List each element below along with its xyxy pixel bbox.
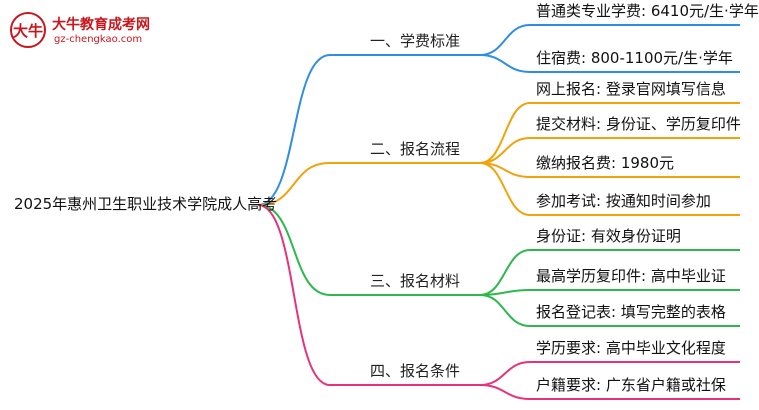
leaf-connector: [479, 361, 740, 386]
mind-map-root: 2025年惠州卫生职业技术学院成人高考: [14, 195, 278, 213]
leaf-label: 最高学历复印件: 高中毕业证: [536, 267, 726, 285]
leaf-connector: [479, 249, 740, 296]
logo-url: gz-chengkao.com: [54, 34, 143, 45]
leaf-connector: [479, 289, 740, 296]
leaf-connector: [479, 384, 740, 400]
leaf-connector: [479, 137, 740, 164]
leaf-connector: [479, 162, 740, 216]
logo-title: 大牛教育成考网: [52, 17, 150, 33]
logo-badge-icon: 大牛: [10, 12, 46, 48]
leaf-label: 参加考试: 按通知时间参加: [536, 192, 711, 210]
leaf-label: 学历要求: 高中毕业文化程度: [536, 339, 726, 357]
branch-connector-1: [257, 54, 480, 206]
leaf-connector: [479, 102, 740, 164]
leaf-label: 身份证: 有效身份证明: [536, 227, 681, 245]
leaf-label: 普通类专业学费: 6410元/生·学年: [536, 2, 759, 20]
leaf-label: 缴纳报名费: 1980元: [536, 154, 674, 172]
leaf-label: 网上报名: 登录官网填写信息: [536, 80, 726, 98]
leaf-label: 住宿费: 800-1100元/生·学年: [536, 49, 733, 67]
branch-label-1: 一、学费标准: [370, 32, 461, 50]
leaf-label: 户籍要求: 广东省户籍或社保: [536, 376, 726, 394]
branch-connector-3: [257, 204, 480, 296]
branch-connector-4: [257, 204, 480, 386]
branch-label-4: 四、报名条件: [370, 362, 461, 380]
leaf-label: 报名登记表: 填写完整的表格: [536, 303, 726, 321]
branch-connector-2: [257, 162, 480, 206]
leaf-connector: [479, 24, 740, 56]
leaf-connector: [479, 294, 740, 327]
site-logo: 大牛 大牛教育成考网 gz-chengkao.com: [8, 10, 168, 50]
leaf-label: 提交材料: 身份证、学历复印件: [536, 115, 741, 133]
leaf-connector: [479, 54, 740, 73]
branch-label-2: 二、报名流程: [370, 140, 461, 158]
branch-label-3: 三、报名材料: [370, 272, 461, 290]
